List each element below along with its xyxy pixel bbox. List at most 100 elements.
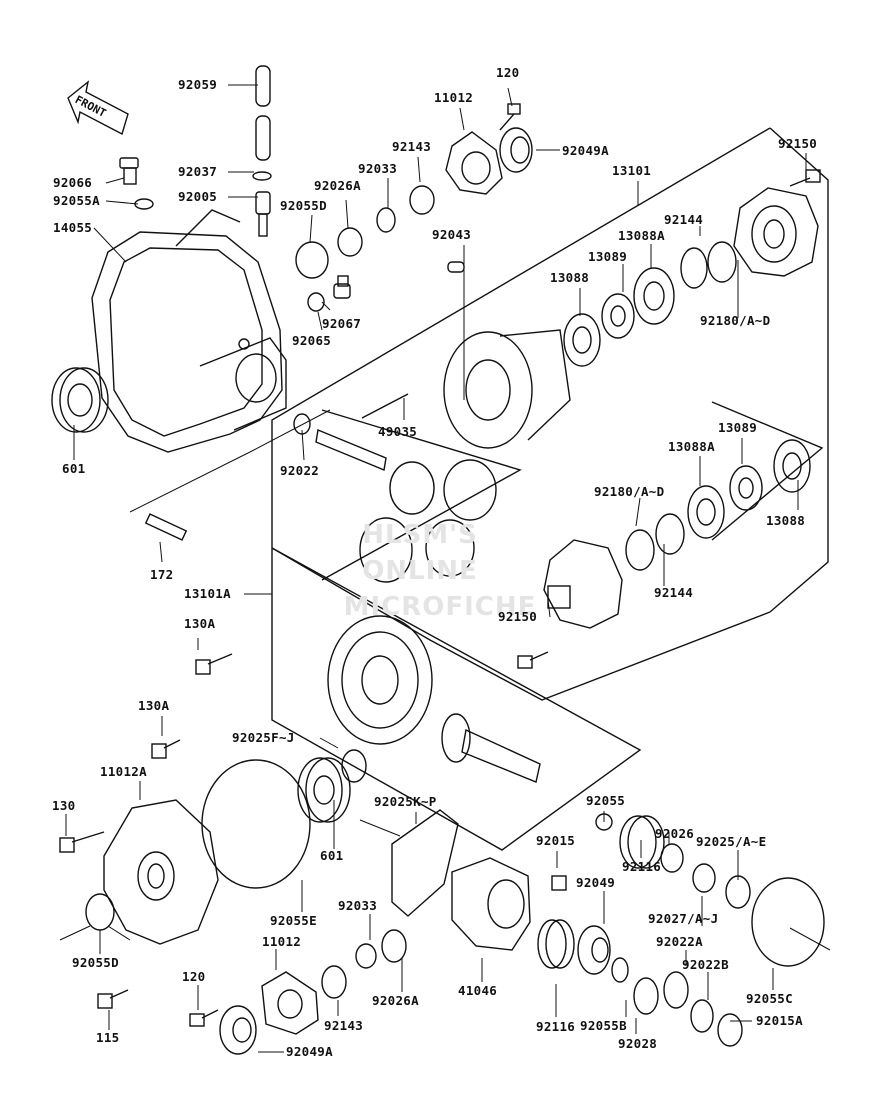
part-130A-2: [151, 739, 181, 759]
callout-11012-bot: 11012: [262, 934, 302, 949]
part-92025AE: [725, 875, 751, 909]
callout-92180-top: 92180/A~D: [700, 313, 771, 328]
part-13089-mid: [729, 465, 763, 511]
callout-92116-a: 92116: [622, 859, 662, 874]
callout-92022A: 92022A: [656, 934, 703, 949]
callout-11012-top: 11012: [434, 90, 474, 105]
bevel-gears: [359, 459, 497, 583]
diff-case-lower: [543, 539, 623, 629]
part-92059: [255, 65, 271, 161]
part-92022B: [690, 999, 714, 1033]
part-13088A-top: [633, 267, 675, 325]
callout-92055D-top: 92055D: [280, 198, 327, 213]
callout-11012A: 11012A: [100, 764, 147, 779]
callout-92015A: 92015A: [756, 1013, 803, 1028]
part-92015A: [717, 1013, 743, 1047]
part-92180-top: [707, 241, 737, 283]
callout-92144-mid: 92144: [654, 585, 694, 600]
callout-92022B: 92022B: [682, 957, 729, 972]
callout-92049: 92049: [576, 875, 616, 890]
part-92026A-top: [337, 227, 363, 257]
callout-92180-mid: 92180/A~D: [594, 484, 665, 499]
callout-92022: 92022: [280, 463, 320, 478]
callout-92055E: 92055E: [270, 913, 317, 928]
part-92026A-bot: [381, 929, 407, 963]
part-92022A: [663, 971, 689, 1009]
part-13088-top: [563, 313, 601, 367]
callout-115: 115: [96, 1030, 120, 1045]
callout-92150-mid: 92150: [498, 609, 538, 624]
part-92150-top: [789, 169, 821, 187]
part-92055D-bot: [85, 893, 115, 931]
callout-92028: 92028: [618, 1036, 658, 1051]
part-92043: [447, 261, 465, 273]
callout-130: 130: [52, 798, 76, 813]
part-92180-mid: [625, 529, 655, 571]
callout-601-top: 601: [62, 461, 86, 476]
part-92033-top: [376, 207, 396, 233]
part-92066: [119, 157, 139, 185]
part-120-bolt-bot: [189, 1009, 219, 1027]
part-92055C: [751, 877, 825, 967]
part-92144-top: [680, 247, 708, 289]
callout-172: 172: [150, 567, 174, 582]
callout-92025KP: 92025K~P: [374, 794, 437, 809]
callout-13088-mid: 13088: [766, 513, 806, 528]
callout-92065: 92065: [292, 333, 332, 348]
callout-92049A-bot: 92049A: [286, 1044, 333, 1059]
part-92049: [577, 925, 611, 975]
part-92116-a: [619, 815, 665, 869]
part-13089-top: [601, 293, 635, 339]
callout-130A-2: 130A: [138, 698, 170, 713]
part-92022: [293, 413, 311, 435]
callout-13101A: 13101A: [184, 586, 231, 601]
part-14055: [91, 209, 287, 453]
part-92033-bot: [355, 943, 377, 969]
part-92028: [633, 977, 659, 1015]
part-92065: [307, 292, 325, 312]
callout-92066: 92066: [53, 175, 93, 190]
callout-92015: 92015: [536, 833, 576, 848]
part-92027: [692, 863, 716, 893]
callout-92067: 92067: [322, 316, 362, 331]
callout-92005: 92005: [178, 189, 218, 204]
callout-41046: 41046: [458, 983, 498, 998]
callout-92033-bot: 92033: [338, 898, 378, 913]
part-41046: [451, 857, 531, 951]
callout-92026A-bot: 92026A: [372, 993, 419, 1008]
part-92025KP: [391, 809, 459, 917]
part-601-bearing-b: [297, 757, 351, 823]
callout-92150-top: 92150: [778, 136, 818, 151]
part-13088A-mid: [687, 485, 725, 539]
part-92049A-bot: [219, 1005, 257, 1055]
callout-120-bot: 120: [182, 969, 206, 984]
callout-13089-mid: 13089: [718, 420, 758, 435]
callout-92025AE: 92025/A~E: [696, 834, 767, 849]
callout-13088-top: 13088: [550, 270, 590, 285]
watermark-line-1: HLSM'S: [362, 520, 478, 550]
callout-92026: 92026: [655, 826, 695, 841]
callout-92025FJ: 92025F~J: [232, 730, 295, 745]
part-49035: [315, 393, 409, 471]
part-11012-bot: [261, 971, 319, 1035]
callout-92055: 92055: [586, 793, 626, 808]
part-115-bolt: [97, 989, 129, 1009]
part-92150-mid: [517, 651, 549, 669]
part-92015: [551, 875, 567, 891]
part-92144-mid: [655, 513, 685, 555]
watermark-line-3: MICROFICHE: [343, 592, 537, 622]
part-130A-1: [195, 653, 233, 675]
callout-49035: 49035: [378, 424, 418, 439]
callout-130A-1: 130A: [184, 616, 216, 631]
part-92143-bot: [321, 965, 347, 999]
part-92026: [660, 843, 684, 873]
part-92055D-top: [295, 241, 329, 279]
ring-gear: [327, 615, 433, 745]
part-92049A-top: [499, 127, 533, 173]
callout-92055C: 92055C: [746, 991, 793, 1006]
callout-92027: 92027/A~J: [648, 911, 719, 926]
callout-92143-bot: 92143: [324, 1018, 364, 1033]
callout-14055: 14055: [53, 220, 93, 235]
part-11012-top: [445, 131, 503, 195]
